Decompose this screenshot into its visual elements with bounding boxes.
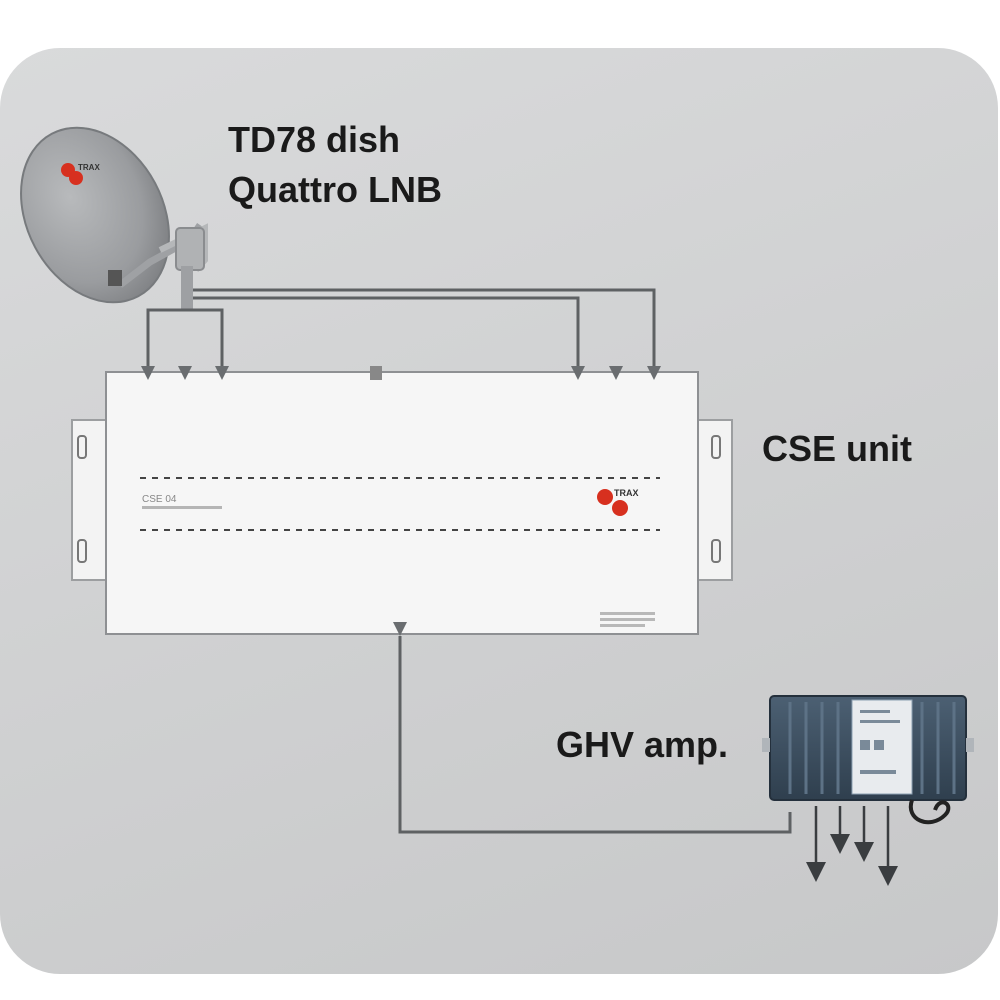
cable-lnb-1 — [146, 308, 186, 368]
amp-power-cord — [908, 799, 951, 825]
mount-block — [108, 270, 122, 286]
dish-mast — [181, 266, 193, 310]
input-connector-1 — [141, 366, 155, 380]
cse-right-bracket — [697, 419, 733, 581]
cse-left-bracket — [71, 419, 107, 581]
lnb-head — [175, 227, 205, 271]
cable-cse-to-amp — [398, 636, 792, 834]
cse-input-connectors — [141, 366, 661, 380]
ghv-amplifier — [762, 695, 974, 825]
input-connector-3 — [215, 366, 229, 380]
dish-brand-logo: TRAX — [61, 163, 100, 185]
amp-heatsink-fins — [788, 702, 956, 794]
power-connector — [370, 366, 382, 380]
input-connector-5 — [609, 366, 623, 380]
dish-label-line1: TD78 dish — [228, 119, 401, 160]
lnb-cables — [146, 288, 656, 368]
ghv-amp-label: GHV amp. — [556, 724, 729, 765]
dish-reflector — [20, 126, 170, 304]
cse-unit-label: CSE unit — [762, 428, 912, 469]
dish-label-line2: Quattro LNB — [228, 169, 442, 210]
cse-logo-text: TRAX — [614, 488, 639, 498]
cse-model-subtitle — [142, 506, 222, 509]
satellite-dish: TRAX — [20, 126, 208, 310]
amp-left-stub — [762, 738, 770, 752]
cse-output-connector — [393, 622, 407, 636]
cse-brand-logo: TRAX — [597, 488, 639, 516]
cable-lnb-2 — [186, 308, 224, 368]
cse-unit: CSE 04 TRAX — [105, 371, 699, 635]
amp-right-stub — [966, 738, 974, 752]
input-connector-2 — [178, 366, 192, 380]
cse-unit-body — [105, 371, 699, 635]
input-connector-6 — [647, 366, 661, 380]
amp-outputs — [806, 806, 898, 886]
cse-label-plate — [600, 612, 655, 627]
dish-logo-text: TRAX — [78, 163, 100, 172]
cable-lnb-4 — [193, 288, 656, 368]
input-connector-4 — [571, 366, 585, 380]
cse-model-label: CSE 04 — [142, 494, 177, 505]
cable-lnb-3 — [193, 296, 580, 368]
amp-panel-details — [860, 710, 900, 774]
